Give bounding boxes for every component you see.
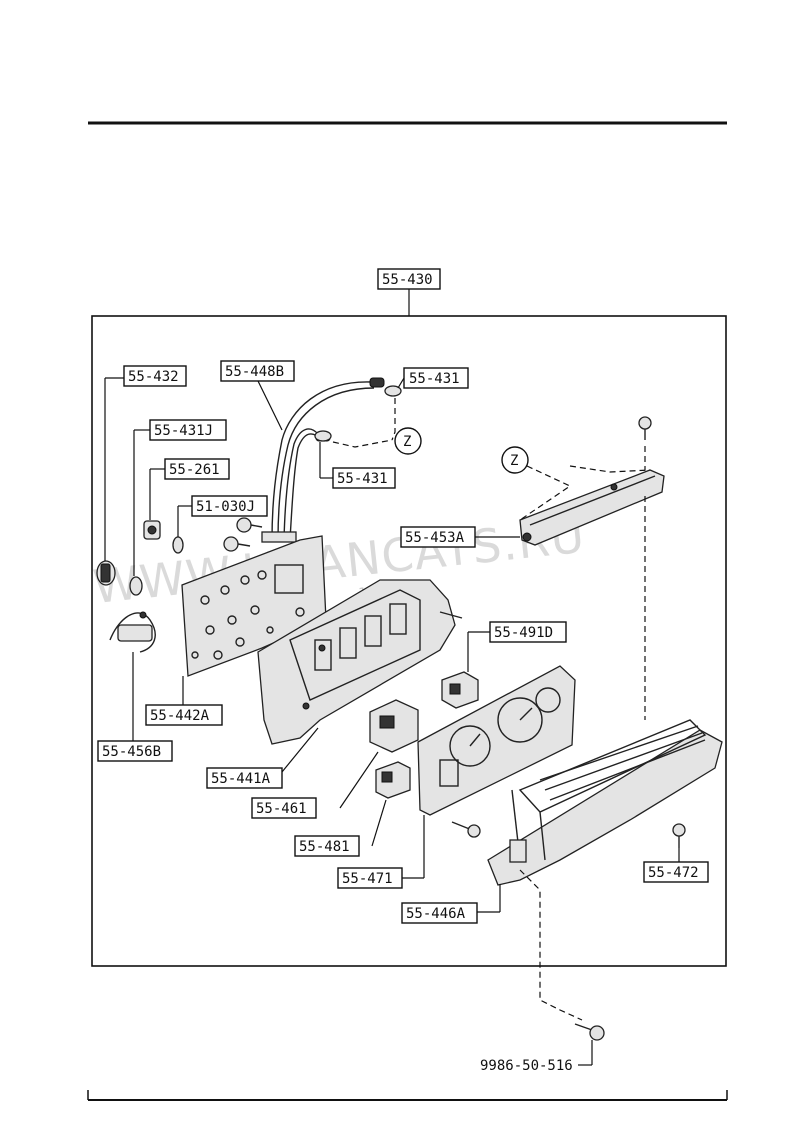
label-55-472: 55-472: [643, 861, 709, 883]
bottom-screw-illustration: [519, 869, 605, 1066]
svg-text:55-491D: 55-491D: [494, 625, 553, 641]
label-55-432: 55-432: [123, 365, 187, 387]
svg-text:55-442A: 55-442A: [150, 708, 210, 724]
module-55-481-illustration: [371, 761, 411, 847]
screw-55-472-illustration: [672, 823, 686, 862]
label-55-261: 55-261: [164, 458, 230, 480]
bulb-socket-55-432-illustration: [96, 377, 124, 586]
svg-text:55-430: 55-430: [382, 272, 433, 288]
svg-text:55-456B: 55-456B: [102, 744, 161, 760]
label-55-471: 55-471: [337, 867, 403, 889]
label-55-431j: 55-431J: [149, 419, 227, 441]
label-55-442a: 55-442A: [145, 704, 223, 726]
svg-text:55-453A: 55-453A: [405, 530, 465, 546]
socket-wire-55-456b-illustration: [109, 611, 156, 741]
label-screw-9986-50-516: 9986-50-516: [480, 1058, 573, 1074]
watermark-text: WWW.JAPANCATS.RU: [90, 509, 587, 614]
dial-plate-55-471-illustration: [402, 665, 576, 879]
label-55-456b: 55-456B: [97, 740, 173, 762]
label-assembly: 55-430: [377, 268, 441, 290]
bulb-55-431-mid-illustration: [314, 430, 333, 479]
detail-marker-z-right: Z: [510, 453, 518, 469]
svg-text:51-030J: 51-030J: [196, 499, 255, 515]
label-51-030j: 51-030J: [191, 495, 268, 517]
bulb-55-431-upper-illustration: [384, 377, 405, 397]
label-55-431-mid: 55-431: [332, 467, 396, 489]
label-55-461: 55-461: [251, 797, 317, 819]
svg-text:55-441A: 55-441A: [211, 771, 271, 787]
detail-z-left-lines: [332, 398, 422, 455]
case-55-441a-illustration: [257, 579, 463, 773]
svg-text:55-448B: 55-448B: [225, 364, 284, 380]
svg-text:55-472: 55-472: [648, 865, 699, 881]
svg-text:55-261: 55-261: [169, 462, 220, 478]
svg-text:55-481: 55-481: [299, 839, 350, 855]
svg-text:55-446A: 55-446A: [406, 906, 466, 922]
svg-text:55-471: 55-471: [342, 871, 393, 887]
label-55-441a: 55-441A: [206, 767, 283, 789]
meter-hood-55-446a-illustration: [477, 719, 723, 913]
wire-harness-55-448b-illustration: [257, 377, 385, 543]
svg-text:55-431: 55-431: [337, 471, 388, 487]
bulb-55-431j-illustration: [129, 429, 150, 596]
module-55-461-illustration: [339, 699, 419, 809]
label-55-431-upper: 55-431: [403, 367, 469, 389]
label-55-453a: 55-453A: [400, 526, 476, 548]
detail-marker-z-left: Z: [403, 434, 411, 450]
socket-55-261-illustration: [143, 468, 165, 540]
label-55-446a: 55-446A: [401, 902, 478, 924]
svg-text:55-431: 55-431: [409, 371, 460, 387]
svg-text:55-432: 55-432: [128, 369, 179, 385]
svg-text:55-461: 55-461: [256, 801, 307, 817]
detail-z-right-lines: [501, 446, 651, 521]
label-55-448b: 55-448B: [220, 360, 295, 382]
top-screw-illustration: [638, 416, 652, 720]
svg-text:55-431J: 55-431J: [154, 423, 213, 439]
label-55-481: 55-481: [294, 835, 360, 857]
dial-screw-illustration: [451, 821, 481, 838]
bulb-51-030j-illustration: [172, 505, 192, 554]
label-55-491d: 55-491D: [489, 621, 567, 643]
module-55-491d-illustration: [441, 631, 490, 709]
board-screws-illustration: [223, 517, 263, 552]
